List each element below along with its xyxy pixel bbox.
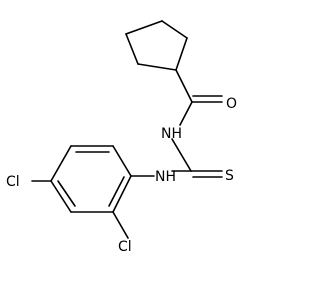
bond: [179, 101, 193, 126]
bond: [112, 175, 132, 213]
bond: [125, 33, 139, 65]
amide-nh-label: NH: [161, 126, 182, 142]
bond: [112, 211, 129, 239]
aromatic-inner-bond: [108, 176, 125, 207]
oxygen-label: O: [226, 96, 237, 112]
bond: [50, 145, 72, 182]
bond: [175, 69, 193, 103]
molecule-structure: O NH S NH Cl Cl: [6, 20, 237, 255]
aromatic-inner-bond: [57, 180, 76, 207]
bond: [161, 20, 188, 39]
atom-labels: O NH S NH Cl Cl: [6, 96, 237, 255]
chlorine-label-para: Cl: [6, 174, 20, 190]
bond: [171, 138, 192, 172]
thioamide-nh-label: NH: [155, 169, 176, 185]
chlorine-label-ortho: Cl: [118, 239, 132, 255]
bond: [50, 180, 72, 213]
bond: [175, 37, 188, 71]
bond: [112, 145, 132, 177]
sulfur-label: S: [225, 168, 234, 184]
bonds: [31, 20, 223, 239]
bond: [125, 20, 163, 35]
bond: [137, 63, 177, 71]
